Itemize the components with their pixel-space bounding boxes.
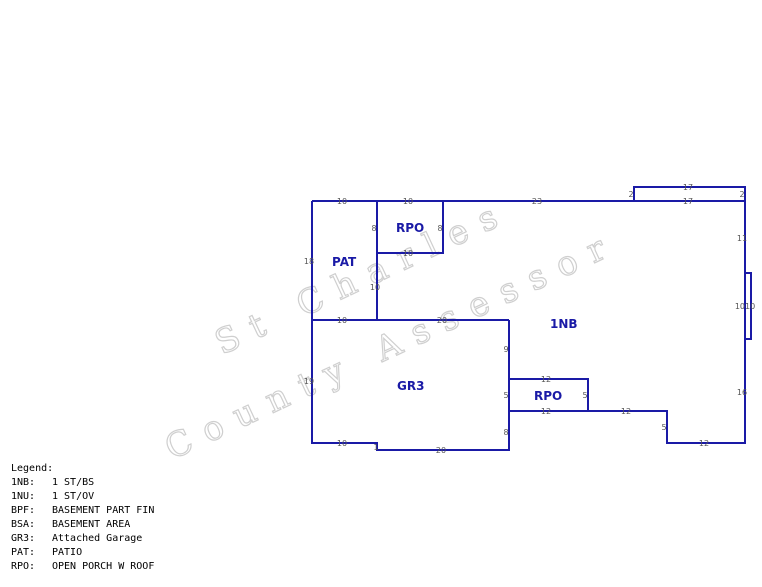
legend-item: BSA: BASEMENT AREA — [11, 518, 154, 532]
dim-label: 10 — [370, 283, 380, 292]
dim-label: 18 — [304, 257, 314, 266]
legend-code: PAT: — [11, 547, 36, 558]
legend-item: BPF: BASEMENT PART FIN — [11, 504, 154, 518]
legend-code: 1NU: — [11, 491, 36, 502]
dim-label: 8 — [371, 224, 376, 233]
area-label-pat: PAT — [332, 255, 357, 269]
legend-item: GR3: Attached Garage — [11, 532, 154, 546]
dim-label: 10 — [337, 197, 347, 206]
dim-label: 12 — [541, 375, 551, 384]
legend-desc: PATIO — [52, 547, 83, 558]
dim-label: 9 — [503, 345, 508, 354]
dim-label: 5 — [582, 391, 587, 400]
dim-label: 10 — [337, 316, 347, 325]
area-label-1nb: 1NB — [550, 317, 578, 331]
legend-item: PAT: PATIO — [11, 546, 154, 560]
dim-label: 10 — [337, 439, 347, 448]
dim-label: 12 — [541, 407, 551, 416]
legend-item: 1NU: 1 ST/OV — [11, 490, 154, 504]
legend-code: BPF: — [11, 505, 36, 516]
dim-label: 5 — [503, 391, 508, 400]
dim-label: 16 — [737, 388, 747, 397]
dim-label: 17 — [683, 183, 693, 192]
legend-desc: 1 ST/OV — [52, 491, 95, 502]
building-sketch: St Charles County Assessor PAT RPO 1NB G… — [158, 183, 755, 460]
legend-desc: OPEN PORCH W ROOF — [52, 561, 155, 572]
outline-rpo-top — [376, 201, 444, 254]
outline-right-bay — [745, 272, 752, 340]
dim-label: 2 — [739, 190, 744, 199]
legend-code: RPO: — [11, 561, 36, 572]
dim-label: 1010 — [735, 302, 755, 311]
legend-desc: 1 ST/BS — [52, 477, 95, 488]
legend-desc: Attached Garage — [52, 533, 143, 544]
legend-code: 1NB: — [11, 477, 36, 488]
dim-label: 11 — [737, 234, 747, 243]
outline-rpo-right — [509, 378, 589, 411]
dim-label: 5 — [661, 423, 666, 432]
dimension-labels: 10 10 23 2 17 17 2 11 1010 16 12 5 12 12… — [304, 183, 755, 455]
dim-label: 10 — [403, 197, 413, 206]
dim-label: 8 — [437, 224, 442, 233]
dim-label: 17 — [683, 197, 693, 206]
dim-label: 1 — [373, 443, 378, 452]
area-label-rpo-right: RPO — [534, 389, 562, 403]
dim-label: 10 — [403, 249, 413, 258]
legend-code: BSA: — [11, 519, 36, 530]
dim-label: 19 — [304, 377, 314, 386]
legend: Legend: 1NB: 1 ST/BS 1NU: 1 ST/OV BPF: BASE… — [11, 462, 154, 574]
outline-top-bump — [633, 186, 746, 201]
legend-desc: BASEMENT AREA — [52, 519, 131, 530]
dim-label: 8 — [503, 428, 508, 437]
dim-label: 2 — [628, 190, 633, 199]
dim-label: 20 — [437, 316, 447, 325]
sketch-outlines — [311, 186, 752, 451]
area-labels: PAT RPO 1NB GR3 RPO — [332, 221, 578, 403]
legend-code: GR3: — [11, 533, 36, 544]
dim-label: 23 — [532, 197, 542, 206]
legend-item: 1NB: 1 ST/BS — [11, 476, 154, 490]
area-label-rpo-top: RPO — [396, 221, 424, 235]
dim-label: 12 — [621, 407, 631, 416]
legend-desc: BASEMENT PART FIN — [52, 505, 155, 516]
dim-label: 12 — [699, 439, 709, 448]
area-label-gr3: GR3 — [397, 379, 424, 393]
legend-item: RPO: OPEN PORCH W ROOF — [11, 560, 154, 574]
dim-label: 20 — [436, 446, 446, 455]
legend-title: Legend: — [11, 463, 54, 474]
